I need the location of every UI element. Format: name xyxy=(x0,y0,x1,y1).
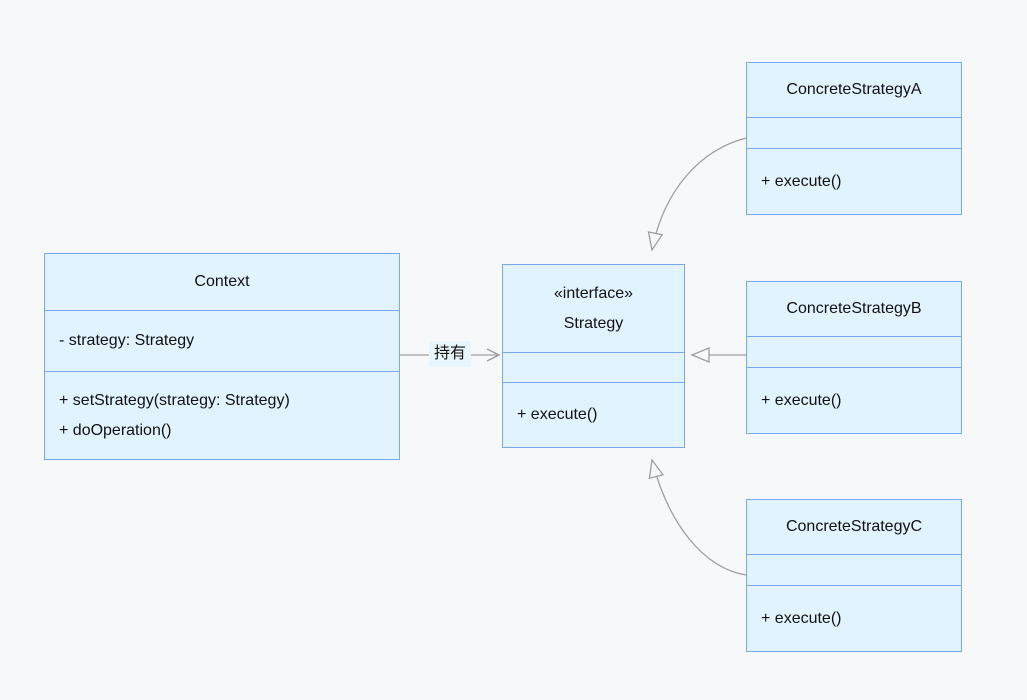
class-methods: + execute() xyxy=(747,585,961,651)
method-row: + setStrategy(strategy: Strategy) xyxy=(59,391,290,409)
class-concrete-strategy-b: ConcreteStrategyB + execute() xyxy=(746,281,962,434)
class-methods: + execute() xyxy=(747,367,961,433)
class-attributes xyxy=(503,352,684,382)
class-title: ConcreteStrategyB xyxy=(786,300,922,317)
realization-edge-a-strategy xyxy=(647,137,747,252)
class-attributes xyxy=(747,554,961,585)
class-title: ConcreteStrategyC xyxy=(785,518,923,535)
attribute-row: - strategy: Strategy xyxy=(59,332,195,349)
class-strategy: «interface» Strategy + execute() xyxy=(502,264,685,448)
class-attributes xyxy=(747,336,961,367)
class-stereotype: «interface» xyxy=(553,284,634,302)
class-context: Context - strategy: Strategy + setStrate… xyxy=(44,253,400,460)
class-attributes xyxy=(747,117,961,148)
method-row: + doOperation() xyxy=(59,421,172,439)
method-row: + execute() xyxy=(761,172,842,190)
class-title: Context xyxy=(194,273,250,290)
class-title: ConcreteStrategyA xyxy=(786,81,922,98)
realization-edge-c-strategy xyxy=(648,458,747,576)
method-row: + execute() xyxy=(761,391,842,409)
class-title: «interface» Strategy xyxy=(503,265,684,352)
class-name: Strategy xyxy=(563,314,624,332)
class-concrete-strategy-a: ConcreteStrategyA + execute() xyxy=(746,62,962,215)
association-edge-label: 持有 xyxy=(429,341,472,367)
class-methods: + execute() xyxy=(503,382,684,447)
class-methods: + execute() xyxy=(747,148,961,214)
method-row: + execute() xyxy=(761,609,842,627)
class-attributes: - strategy: Strategy xyxy=(45,310,399,371)
method-row: + execute() xyxy=(517,406,598,423)
class-concrete-strategy-c: ConcreteStrategyC + execute() xyxy=(746,499,962,652)
class-methods: + setStrategy(strategy: Strategy) + doOp… xyxy=(45,371,399,459)
